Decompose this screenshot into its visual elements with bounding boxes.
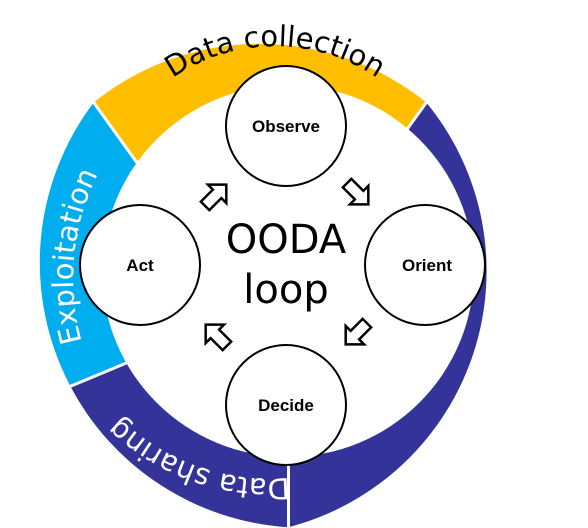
node-observe: Observe [225, 65, 347, 187]
node-label-orient: Orient [402, 256, 452, 275]
node-label-decide: Decide [258, 396, 314, 415]
ring-segment-data-sharing [70, 362, 289, 528]
node-decide: Decide [225, 344, 347, 466]
node-label-observe: Observe [252, 117, 320, 136]
arrow-observe-to-orient-icon [341, 177, 370, 206]
node-orient: Orient [364, 204, 486, 326]
ring-divider [92, 101, 142, 168]
inner-disc [102, 85, 474, 457]
arrow-act-to-observe-icon [199, 183, 228, 212]
arrow-decide-to-act-icon [204, 323, 233, 352]
node-act: Act [79, 204, 201, 326]
ring-divider [69, 360, 129, 388]
center-label-line1: OODA [226, 217, 347, 263]
node-label-act: Act [126, 256, 154, 275]
arrow-orient-to-decide-icon [344, 317, 373, 346]
center-label-line2: loop [243, 267, 328, 313]
